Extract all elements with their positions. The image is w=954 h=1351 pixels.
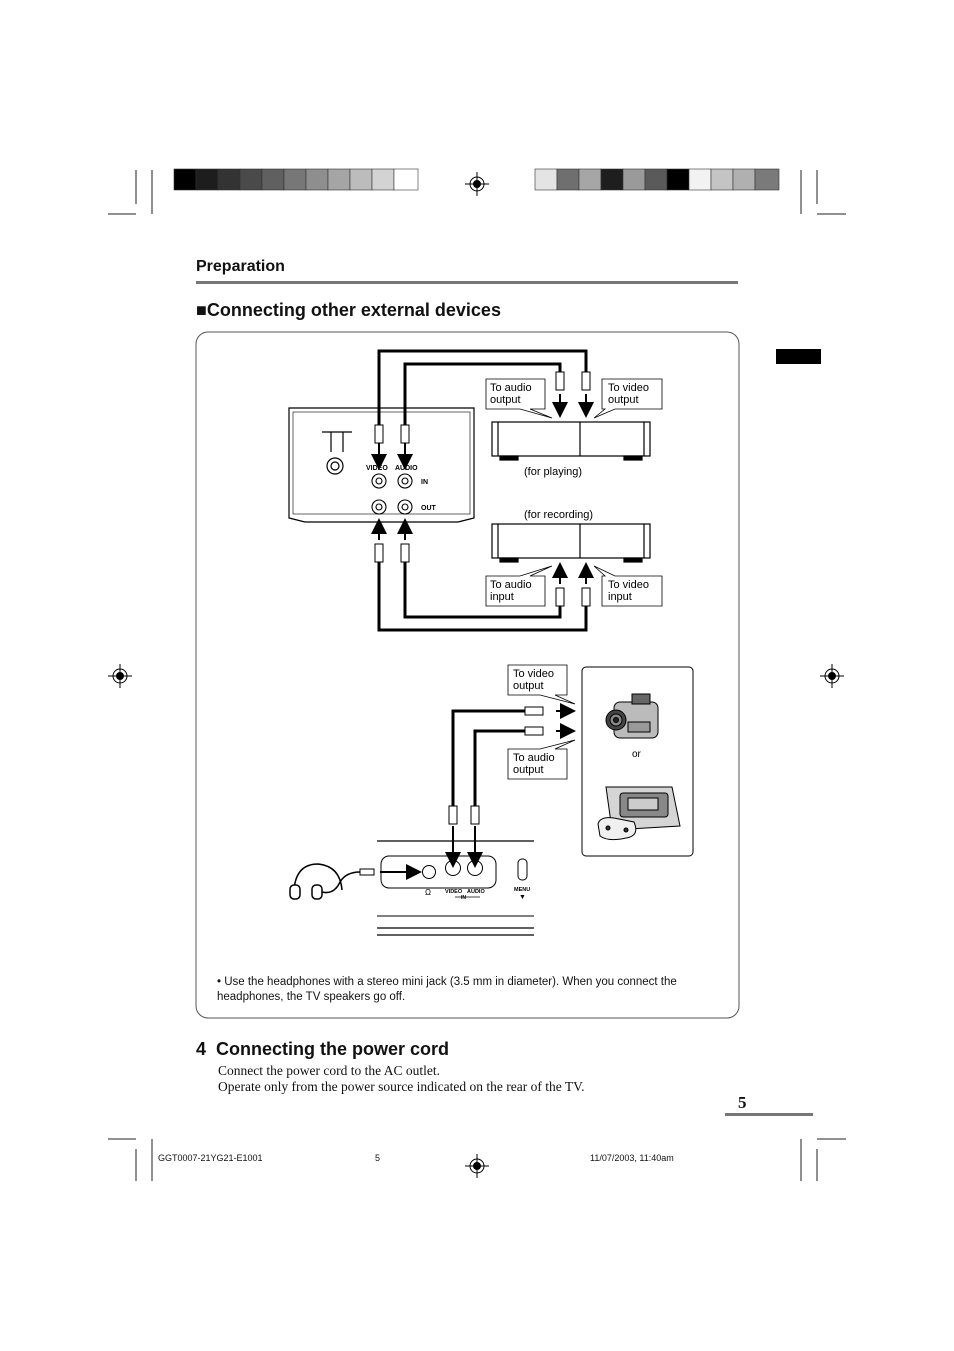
footer-timestamp: 11/07/2003, 11:40am [590, 1153, 674, 1163]
tv-rear-audio-label: AUDIO [395, 465, 418, 472]
callout-video-output-line2: output [608, 394, 639, 406]
cables-recording-vcr [377, 562, 588, 632]
tv-front-menu-label: MENU [514, 887, 530, 893]
crosshair-mark-left [108, 664, 132, 688]
callout-camcorder-video-line2: output [513, 680, 544, 692]
callout-camcorder-audio [507, 739, 576, 780]
power-cord-title: Connecting the power cord [216, 1039, 450, 1059]
vcr-playing-caption: (for playing) [524, 466, 582, 478]
callout-video-input-line1: To video [608, 579, 649, 591]
power-cord-instructions: Connect the power cord to the AC outlet.… [218, 1063, 585, 1095]
callout-camcorder-audio-line2: output [513, 764, 544, 776]
cables-playing-vcr [377, 349, 588, 425]
tv-front-audio-label: AUDIO [467, 889, 485, 895]
callout-audio-input-line2: input [490, 591, 514, 603]
footer-page: 5 [375, 1153, 381, 1163]
callout-video-input-line2: input [608, 591, 632, 603]
tv-rear-video-label: VIDEO [366, 465, 388, 472]
callout-audio-output-line1: To audio [490, 382, 532, 394]
step-number: 4 [196, 1039, 207, 1059]
crosshair-mark-top [465, 172, 489, 196]
rca-plugs-bottom [374, 543, 591, 607]
language-tab [776, 349, 821, 364]
section-rule [196, 281, 738, 284]
camcorder-icon [605, 693, 659, 739]
vcr-recording-icon [491, 523, 651, 563]
footer-doc-code: GGT0007-21YG21-E1001 [158, 1153, 263, 1163]
tv-front-menu-down-icon: ▼ [519, 894, 526, 901]
callout-audio-output [485, 378, 553, 419]
power-cord-line-1: Connect the power cord to the AC outlet. [218, 1063, 440, 1078]
power-cord-heading: 4 Connecting the power cord [196, 1039, 449, 1060]
crosshair-mark-right [820, 664, 844, 688]
callout-audio-input [485, 565, 553, 607]
tv-rear-out-label: OUT [421, 505, 437, 512]
tv-front-in-label: IN [461, 895, 466, 901]
callout-camcorder-video [507, 664, 576, 705]
callout-camcorder-video-line1: To video [513, 668, 554, 680]
rca-jacks-out [371, 499, 413, 515]
square-bullet-icon: ■ [196, 300, 207, 320]
crosshair-mark-bottom [465, 1154, 489, 1178]
cables-camcorder [451, 709, 525, 806]
callout-camcorder-audio-line1: To audio [513, 752, 555, 764]
diagram-panel [195, 331, 740, 1019]
or-label: or [632, 749, 642, 760]
page-number-rule [725, 1113, 813, 1116]
tv-front-video-label: VIDEO [445, 889, 463, 895]
callout-audio-input-line1: To audio [490, 579, 532, 591]
external-devices-title: Connecting other external devices [206, 300, 501, 320]
game-console-icon [597, 786, 681, 841]
power-cord-line-2: Operate only from the power source indic… [218, 1079, 585, 1094]
callout-video-output [593, 378, 663, 419]
tv-rear-in-label: IN [421, 479, 428, 486]
vcr-recording-caption: (for recording) [524, 509, 593, 521]
devices-box [581, 666, 694, 857]
tv-front-panel [377, 840, 534, 936]
color-bar-right [534, 168, 780, 191]
headphones-note: • Use the headphones with a stereo mini … [217, 976, 677, 1003]
color-bar-left [173, 168, 419, 191]
vcr-playing-icon [491, 421, 651, 461]
tv-front-headphone-symbol: Ω [425, 888, 431, 897]
external-devices-heading: ■Connecting other external devices [196, 300, 501, 321]
headphones-icon [289, 863, 375, 900]
antenna-terminal-icon [322, 431, 352, 475]
callout-video-output-line1: To video [608, 382, 649, 394]
callout-audio-output-line2: output [490, 394, 521, 406]
page-number: 5 [738, 1093, 747, 1112]
rca-jacks-in [371, 473, 413, 489]
rca-plugs-camcorder [448, 706, 544, 825]
rca-plugs-top [374, 371, 591, 444]
callout-video-input [593, 565, 663, 607]
section-heading: Preparation [196, 258, 285, 275]
